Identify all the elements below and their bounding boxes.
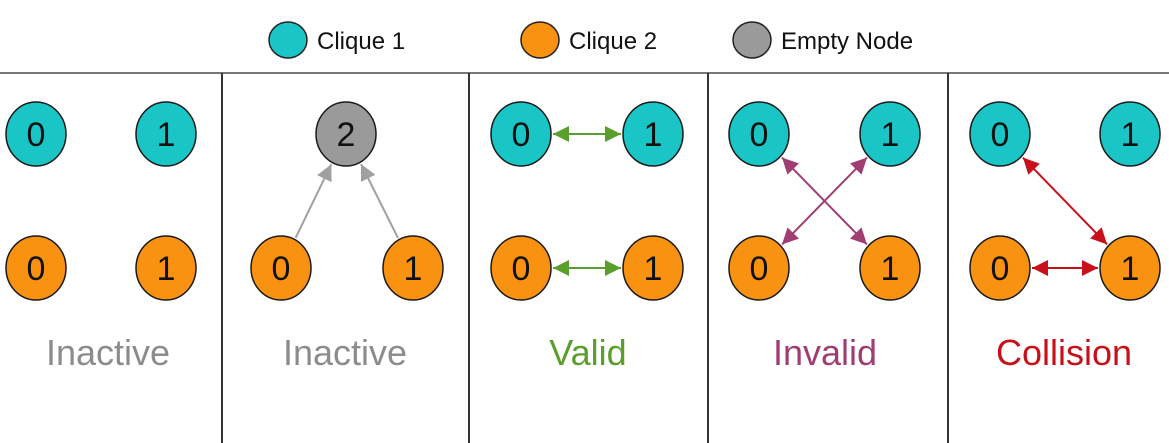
node-label: 0 xyxy=(991,116,1010,154)
node-circle xyxy=(728,101,790,167)
node-circle xyxy=(5,101,67,167)
node-label: 1 xyxy=(1121,116,1140,154)
legend-swatch xyxy=(268,21,308,59)
edge-c1_0-c2_1 xyxy=(1022,156,1108,246)
node-label: 1 xyxy=(404,250,423,288)
node-clique1-0: 0 xyxy=(490,101,552,167)
node-label: 1 xyxy=(1121,250,1140,288)
node-label: 0 xyxy=(750,250,769,288)
node-circle xyxy=(622,235,684,301)
node-clique2-1: 1 xyxy=(859,235,921,301)
node-label: 1 xyxy=(881,116,900,154)
panel-caption: Collision xyxy=(996,332,1132,373)
node-empty-2: 2 xyxy=(315,101,377,167)
node-clique2-1: 1 xyxy=(135,235,197,301)
legend-swatch xyxy=(520,21,560,59)
node-label: 1 xyxy=(881,250,900,288)
edge-c2_1-empty_2 xyxy=(360,163,399,239)
panel-caption: Inactive xyxy=(283,332,407,373)
node-label: 0 xyxy=(27,250,46,288)
node-label: 1 xyxy=(157,250,176,288)
node-circle xyxy=(859,101,921,167)
node-circle xyxy=(1099,101,1161,167)
node-clique2-0: 0 xyxy=(490,235,552,301)
node-circle xyxy=(1099,235,1161,301)
legend: Clique 1 Clique 2 Empty Node xyxy=(268,21,913,59)
node-circle xyxy=(135,235,197,301)
node-circle xyxy=(382,235,444,301)
edge-c2_0-empty_2 xyxy=(294,163,333,239)
legend-label: Clique 1 xyxy=(317,28,405,55)
node-clique1-0: 0 xyxy=(969,101,1031,167)
edge-c1_1-c2_0 xyxy=(781,156,868,246)
node-circle xyxy=(969,235,1031,301)
node-clique1-0: 0 xyxy=(5,101,67,167)
node-label: 0 xyxy=(512,250,531,288)
node-label: 2 xyxy=(337,116,356,154)
node-label: 0 xyxy=(27,116,46,154)
node-clique1-1: 1 xyxy=(1099,101,1161,167)
legend-label: Empty Node xyxy=(781,28,913,55)
node-label: 1 xyxy=(644,116,663,154)
panel-caption: Valid xyxy=(549,332,626,373)
panel-caption: Inactive xyxy=(46,332,170,373)
node-circle xyxy=(315,101,377,167)
legend-item: Clique 1 xyxy=(268,21,405,59)
node-clique2-1: 1 xyxy=(622,235,684,301)
node-circle xyxy=(728,235,790,301)
legend-swatch xyxy=(732,21,772,59)
node-label: 1 xyxy=(644,250,663,288)
legend-item: Empty Node xyxy=(732,21,913,59)
node-clique1-1: 1 xyxy=(622,101,684,167)
node-clique2-0: 0 xyxy=(969,235,1031,301)
node-clique2-0: 0 xyxy=(728,235,790,301)
panel-dividers xyxy=(221,73,949,443)
node-circle xyxy=(250,235,312,301)
node-circle xyxy=(490,235,552,301)
node-circle xyxy=(5,235,67,301)
node-clique2-1: 1 xyxy=(1099,235,1161,301)
node-label: 0 xyxy=(750,116,769,154)
node-clique2-0: 0 xyxy=(5,235,67,301)
node-label: 0 xyxy=(991,250,1010,288)
node-circle xyxy=(135,101,197,167)
node-circle xyxy=(969,101,1031,167)
node-clique1-0: 0 xyxy=(728,101,790,167)
node-label: 1 xyxy=(157,116,176,154)
node-label: 0 xyxy=(272,250,291,288)
node-clique1-1: 1 xyxy=(859,101,921,167)
node-clique2-1: 1 xyxy=(382,235,444,301)
node-circle xyxy=(622,101,684,167)
panel-caption: Invalid xyxy=(773,332,877,373)
node-clique2-0: 0 xyxy=(250,235,312,301)
node-clique1-1: 1 xyxy=(135,101,197,167)
node-circle xyxy=(490,101,552,167)
node-circle xyxy=(859,235,921,301)
legend-item: Clique 2 xyxy=(520,21,657,59)
node-label: 0 xyxy=(512,116,531,154)
legend-label: Clique 2 xyxy=(569,28,657,55)
